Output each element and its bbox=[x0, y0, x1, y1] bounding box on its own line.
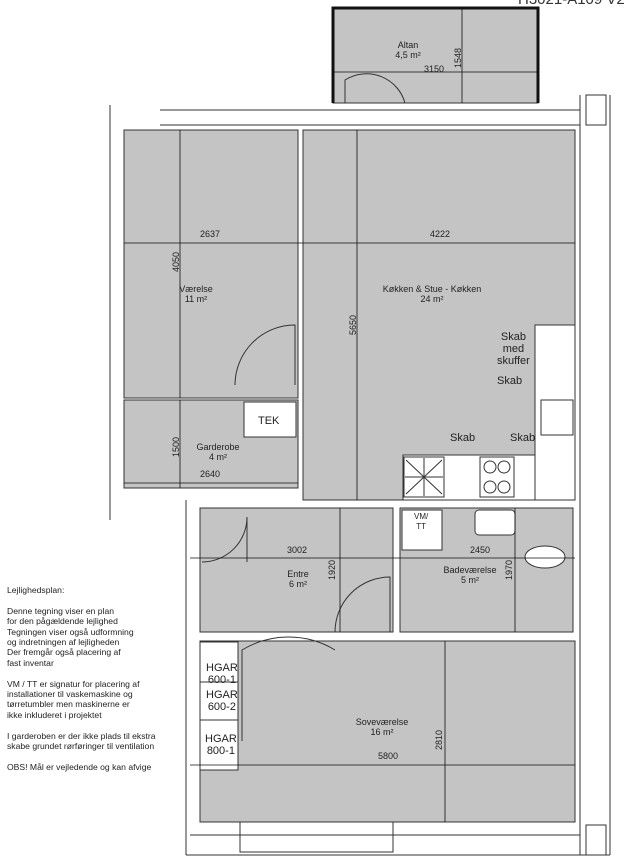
dim-garderobe-w: 2640 bbox=[199, 469, 221, 479]
wardrobe-hgar-800-1: HGAR 800-1 bbox=[205, 733, 237, 757]
room-area: 4,5 m² bbox=[395, 50, 421, 60]
room-area: 4 m² bbox=[209, 452, 227, 462]
kitchen-label-skab: Skab bbox=[450, 432, 476, 444]
room-name: Køkken & Stue - Køkken bbox=[382, 284, 482, 294]
kitchen-label-skab: Skab bbox=[497, 375, 523, 387]
room-sove bbox=[199, 640, 576, 823]
room-area: 24 m² bbox=[420, 294, 444, 304]
wardrobe-hgar-600-2: HGAR 600-2 bbox=[206, 689, 238, 713]
dim-garderobe-h: 1500 bbox=[171, 436, 182, 458]
kitchen-label-skab: Skab bbox=[510, 432, 536, 444]
room-kokken bbox=[302, 129, 576, 501]
tek-label: TEK bbox=[258, 415, 280, 427]
dim-entre-h: 1920 bbox=[327, 559, 338, 581]
vm-tt-label: VM/ TT bbox=[414, 512, 429, 531]
dim-altan-w: 3150 bbox=[423, 64, 445, 74]
dim-kokken-w: 4222 bbox=[429, 229, 451, 239]
dim-altan-h: 1548 bbox=[453, 47, 464, 69]
dim-sove-w: 5800 bbox=[377, 751, 399, 761]
tek-box bbox=[243, 401, 297, 438]
room-name: Soveværelse bbox=[355, 717, 409, 727]
dim-sove-h: 2810 bbox=[434, 729, 445, 751]
room-area: 16 m² bbox=[370, 727, 394, 737]
room-name: Værelse bbox=[179, 284, 213, 294]
room-name: Entre bbox=[287, 569, 309, 579]
room-area: 11 m² bbox=[184, 294, 208, 304]
room-area: 6 m² bbox=[288, 579, 307, 589]
dim-entre-w: 3002 bbox=[286, 545, 308, 555]
room-area: 5 m² bbox=[461, 575, 479, 585]
room-name: Badeværelse bbox=[443, 565, 497, 575]
room-entre bbox=[199, 507, 394, 633]
room-name: Altan bbox=[397, 40, 419, 50]
plan-notes: Lejlighedsplan: Denne tegning viser en p… bbox=[7, 585, 156, 772]
room-altan bbox=[332, 7, 539, 104]
kitchen-label-skab-skuffer: Skab med skuffer bbox=[497, 331, 530, 367]
room-vaerelse bbox=[123, 129, 299, 399]
drawing-title: H3021-A109 V2 bbox=[518, 0, 625, 8]
dim-bad-w: 2450 bbox=[469, 545, 491, 555]
dim-vaerelse-h: 4050 bbox=[171, 251, 182, 273]
dim-kokken-h: 5650 bbox=[348, 314, 359, 336]
dim-vaerelse-w: 2637 bbox=[199, 229, 221, 239]
wardrobe-hgar-600-1: HGAR 600-1 bbox=[206, 662, 238, 686]
dim-bad-h: 1970 bbox=[504, 559, 515, 581]
room-name: Garderobe bbox=[196, 442, 240, 452]
